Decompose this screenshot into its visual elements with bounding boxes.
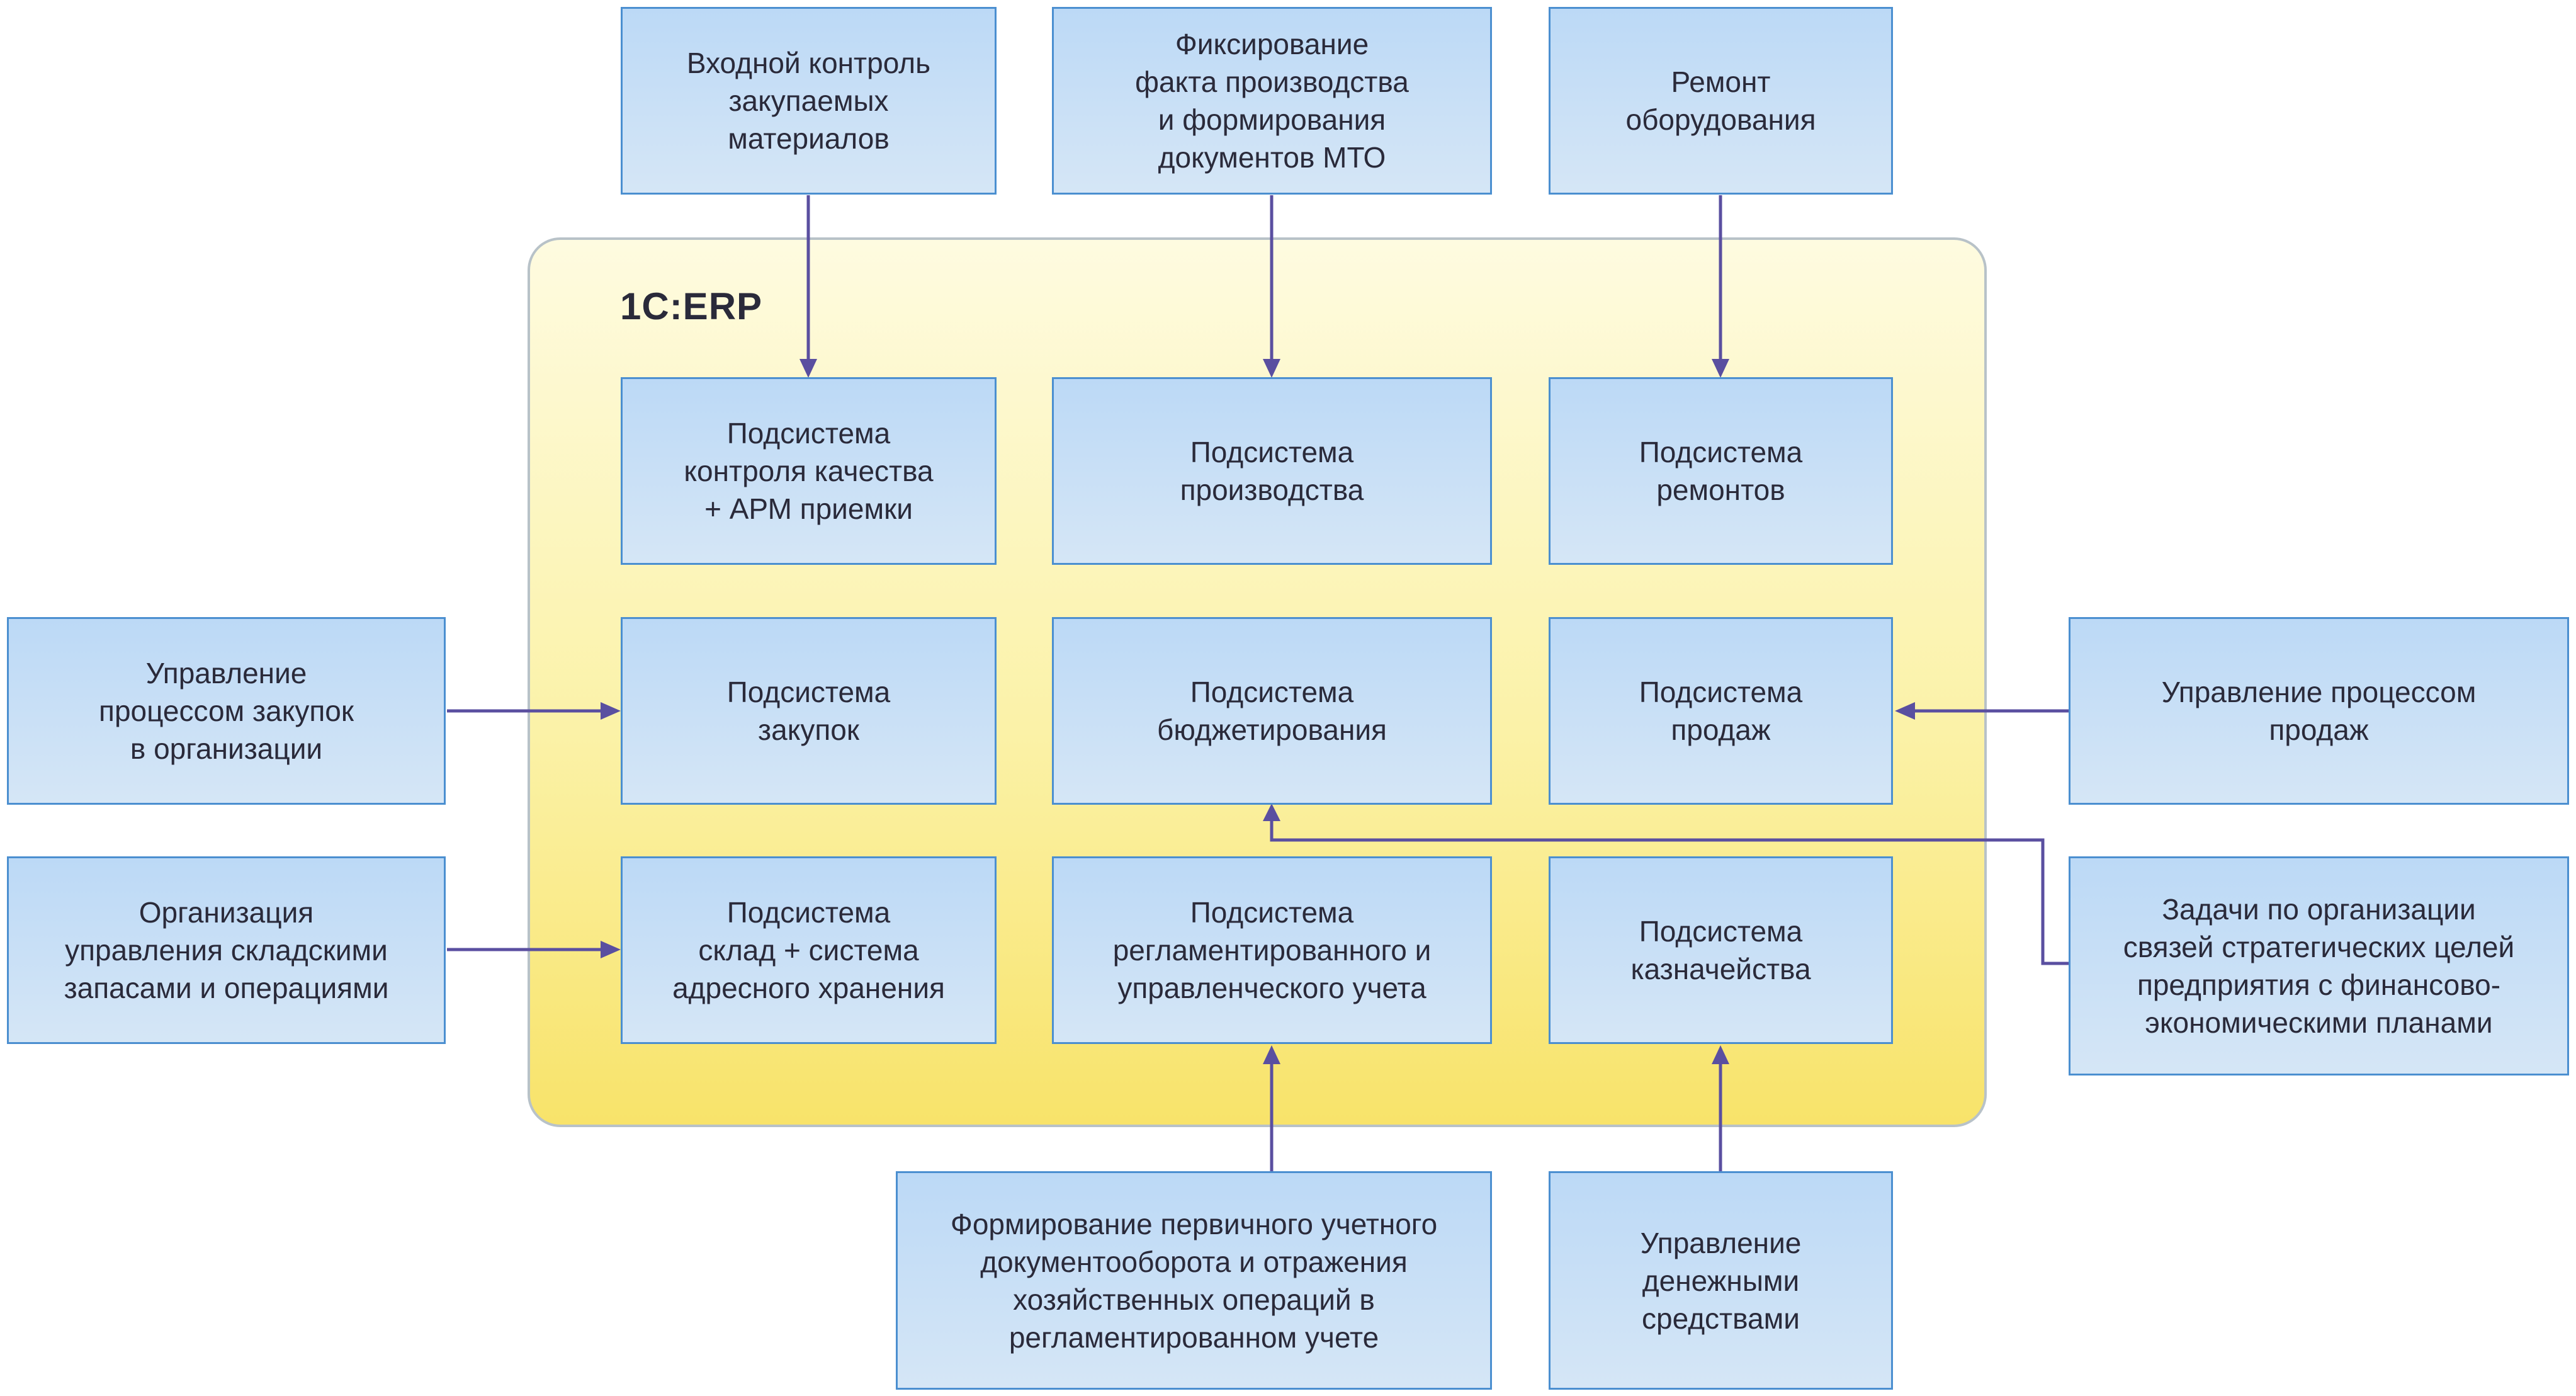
accounting-subsystem-text: Подсистема регламентированного и управле… [1112, 896, 1432, 1004]
production-subsystem-box: Подсистема производства [1052, 377, 1492, 565]
erp-system-title: 1С:ERP [620, 285, 763, 327]
sales-subsystem-text: Подсистема продаж [1639, 676, 1803, 746]
arrowhead-warehouse [601, 941, 621, 958]
arrowhead-production [1263, 359, 1280, 378]
budget-subsystem-box: Подсистема бюджетирования [1052, 617, 1492, 805]
purchase-process-text: Управление процессом закупок в организац… [99, 657, 354, 765]
sales-process-text: Управление процессом продаж [2161, 676, 2477, 746]
quality-subsystem-box: Подсистема контроля качества + АРМ прием… [621, 377, 997, 565]
repair-subsystem-text: Подсистема ремонтов [1639, 436, 1803, 506]
accounting-subsystem-box: Подсистема регламентированного и управле… [1052, 856, 1492, 1044]
quality-subsystem-text: Подсистема контроля качества + АРМ прием… [684, 417, 934, 525]
cash-mgmt-box: Управление денежными средствами [1549, 1171, 1893, 1390]
arrowhead-purchase [601, 702, 621, 720]
arrowhead-quality [799, 359, 817, 378]
repair-subsystem-box: Подсистема ремонтов [1549, 377, 1893, 565]
cash-mgmt-text: Управление денежными средствами [1640, 1226, 1802, 1335]
arrowhead-treasury [1712, 1045, 1729, 1064]
equipment-repair-text: Ремонт оборудования [1625, 65, 1816, 136]
budget-subsystem-text: Подсистема бюджетирования [1157, 676, 1387, 746]
sales-subsystem-box: Подсистема продаж [1549, 617, 1893, 805]
production-subsystem-text: Подсистема производства [1180, 436, 1364, 506]
purchase-subsystem-box: Подсистема закупок [621, 617, 997, 805]
strategic-goals-box: Задачи по организации связей стратегичес… [2069, 856, 2569, 1075]
arrow-strategic-to-budget [1270, 819, 2069, 965]
warehouse-subsystem-text: Подсистема склад + система адресного хра… [672, 896, 945, 1004]
arrowhead-sales [1895, 702, 1915, 720]
input-control-box: Входной контроль закупаемых материалов [621, 7, 997, 195]
input-control-text: Входной контроль закупаемых материалов [686, 47, 931, 155]
warehouse-mgmt-text: Организация управления складскими запаса… [64, 896, 389, 1004]
treasury-subsystem-text: Подсистема казначейства [1630, 915, 1811, 985]
production-fact-box: Фиксирование факта производства и формир… [1052, 7, 1492, 195]
warehouse-subsystem-box: Подсистема склад + система адресного хра… [621, 856, 997, 1044]
primary-docs-text: Формирование первичного учетного докумен… [950, 1207, 1438, 1354]
warehouse-mgmt-box: Организация управления складскими запаса… [7, 856, 446, 1044]
treasury-subsystem-box: Подсистема казначейства [1549, 856, 1893, 1044]
strategic-goals-text: Задачи по организации связей стратегичес… [2123, 893, 2515, 1039]
arrowhead-accounting [1263, 1045, 1280, 1064]
primary-docs-box: Формирование первичного учетного докумен… [896, 1171, 1492, 1390]
sales-process-box: Управление процессом продаж [2069, 617, 2569, 805]
arrowhead-repair [1712, 359, 1729, 378]
purchase-subsystem-text: Подсистема закупок [726, 676, 891, 746]
equipment-repair-box: Ремонт оборудования [1549, 7, 1893, 195]
purchase-process-box: Управление процессом закупок в организац… [7, 617, 446, 805]
production-fact-text: Фиксирование факта производства и формир… [1135, 28, 1409, 174]
arrowhead-budget [1263, 803, 1280, 821]
